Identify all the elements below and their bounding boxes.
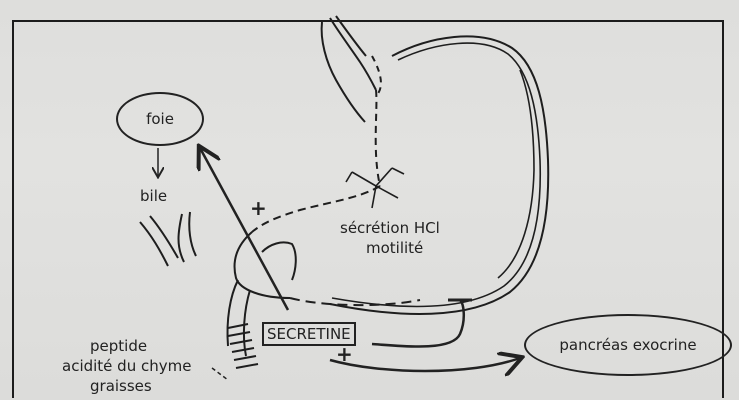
pancreas-label: pancréas exocrine [559,336,696,354]
stomach-outline [330,36,548,314]
peptide-label: peptide [90,338,147,355]
motilite-label: motilité [366,240,423,257]
nerve-plexus [346,168,404,208]
pancreas-node: pancréas exocrine [524,314,732,376]
secretine-to-foie-arrow [200,148,288,310]
bile-ducts [140,212,196,266]
secretine-to-pancreas-arrow [330,358,520,371]
secretion-hcl-label: sécrétion HCl [340,220,440,237]
graisses-label: graisses [90,378,152,395]
acidite-label: acidité du chyme [62,358,191,375]
esophagus-outline [322,16,376,122]
plus-top-label: + [250,196,267,220]
foie-node: foie [116,92,204,146]
foie-label: foie [146,110,174,128]
stimulus-connector [212,368,228,380]
bile-label: bile [140,188,167,205]
plus-bottom-label: + [336,342,353,366]
